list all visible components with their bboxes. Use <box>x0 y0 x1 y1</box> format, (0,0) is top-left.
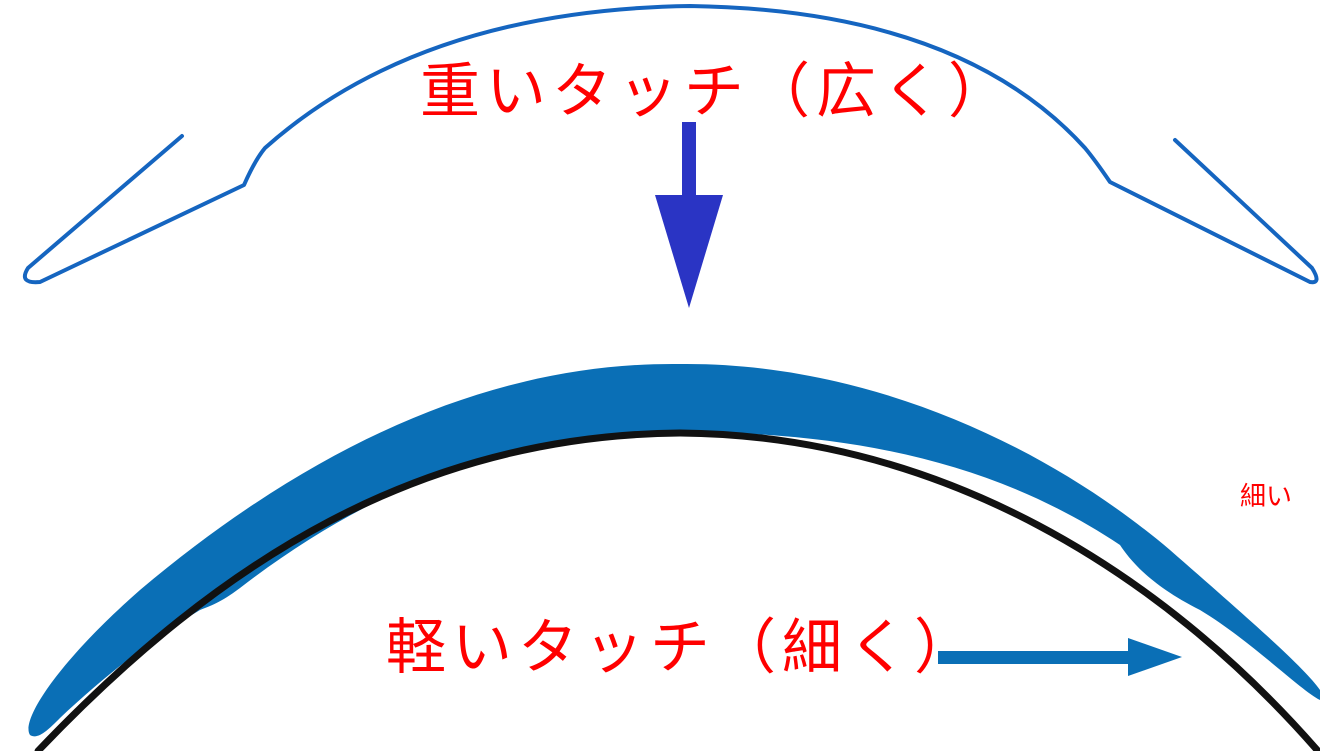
pointer-arrow <box>938 638 1182 676</box>
cornea-curve <box>34 429 1320 751</box>
down-arrow-head <box>655 195 723 308</box>
side-note-label: 細い <box>1240 482 1293 512</box>
pointer-arrow-shaft <box>938 651 1138 664</box>
heavy-touch-label: 重いタッチ（広く） <box>420 57 1014 127</box>
pointer-arrow-head <box>1128 638 1182 676</box>
down-arrow <box>655 122 723 308</box>
lower-lens-shape <box>28 363 1320 737</box>
down-arrow-shaft <box>682 122 696 200</box>
upper-lens-outline <box>23 4 1319 285</box>
light-touch-label: 軽いタッチ（細く） <box>386 613 980 683</box>
